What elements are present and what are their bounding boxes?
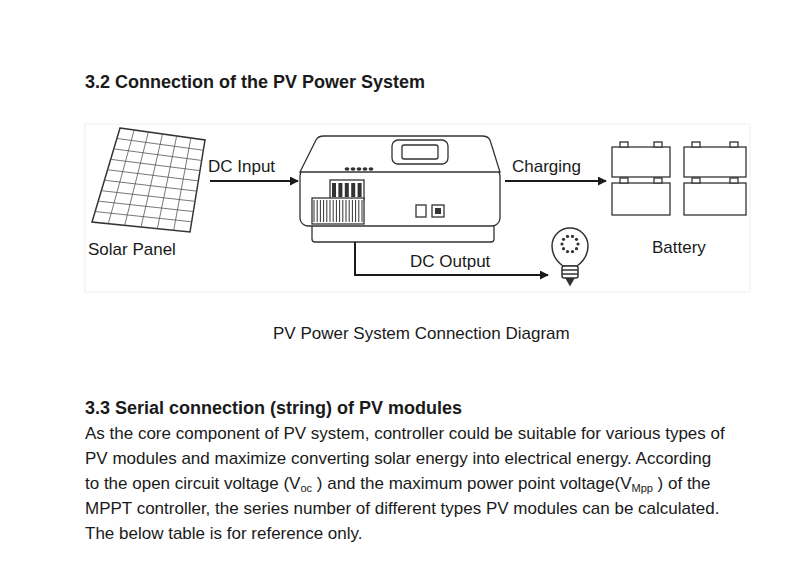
- indicator-dot: [351, 167, 356, 171]
- heatsink-fin: [358, 200, 359, 222]
- panel-grid: [157, 136, 176, 229]
- diagram-ground: [85, 124, 750, 292]
- heatsink-fin: [352, 200, 353, 222]
- mppt-controller: [300, 136, 500, 242]
- battery-node: Battery: [606, 138, 752, 258]
- panel-grid: [101, 191, 195, 202]
- indicator-dot: [363, 167, 368, 171]
- node-label: Solar Panel: [88, 240, 176, 260]
- paragraph-text: ) and the maximum power point voltage(V: [312, 474, 631, 493]
- heatsink-fin: [342, 200, 343, 222]
- terminal: [332, 183, 336, 197]
- section-heading: 3.3 Serial connection (string) of PV mod…: [85, 398, 462, 418]
- heatsink-fin: [320, 200, 321, 222]
- heatsink-fin: [346, 200, 347, 222]
- lamp-ray: [562, 247, 565, 250]
- panel-grid: [104, 180, 196, 191]
- lamp-ray: [575, 247, 578, 250]
- lamp-ray: [575, 238, 578, 241]
- panel-grid: [141, 134, 163, 227]
- panel-grid: [98, 201, 193, 211]
- terminal: [345, 183, 349, 197]
- lamp-ray: [571, 235, 574, 238]
- figure-caption: PV Power System Connection Diagram: [273, 324, 570, 344]
- heatsink-fin: [362, 200, 363, 222]
- heatsink-fin: [330, 200, 331, 222]
- solar-panel-node: Solar Panel: [84, 124, 208, 260]
- section-heading: 3.2 Connection of the PV Power System: [85, 72, 425, 92]
- panel-grid: [95, 212, 192, 222]
- heatsink-fin: [314, 200, 315, 222]
- indicator-dot: [357, 167, 362, 171]
- heatsink-fin: [333, 200, 334, 222]
- lamp-ray: [571, 250, 574, 253]
- panel-grid: [108, 130, 134, 224]
- lamp-ray: [566, 235, 569, 238]
- dc-input-arrow: [210, 180, 298, 182]
- heatsink-fin: [339, 200, 340, 222]
- heatsink-fin: [336, 200, 337, 222]
- indicator-dot: [369, 167, 374, 171]
- lamp-ray: [560, 242, 563, 245]
- subscript: Mpp: [631, 482, 652, 494]
- solar-panel: [92, 128, 205, 232]
- panel-grid: [114, 149, 202, 161]
- arrow-label: DC Output: [408, 252, 492, 272]
- terminal: [358, 183, 362, 197]
- panel-grid: [117, 138, 203, 150]
- lamp-ray: [566, 250, 569, 253]
- heatsink-fin: [317, 200, 318, 222]
- body-paragraph: As the core component of PV system, cont…: [85, 421, 725, 546]
- heatsink-fin: [326, 200, 327, 222]
- panel-grid: [108, 170, 199, 181]
- battery-bank: [612, 142, 746, 215]
- indicator-dot: [345, 167, 350, 171]
- subscript: oc: [300, 482, 312, 494]
- terminal: [338, 183, 342, 197]
- terminal: [351, 183, 355, 197]
- panel-grid: [174, 138, 191, 230]
- heatsink-fin: [355, 200, 356, 222]
- lamp-load: [552, 228, 588, 285]
- heatsink-fin: [349, 200, 350, 222]
- lamp-ray: [562, 238, 565, 241]
- charging-arrow: [505, 180, 606, 182]
- arrow-label: Charging: [512, 157, 581, 177]
- arrow-label: DC Input: [208, 157, 275, 177]
- lamp-ray: [576, 242, 579, 245]
- heatsink-fin: [323, 200, 324, 222]
- panel-grid: [111, 159, 200, 170]
- node-label: Battery: [652, 238, 706, 258]
